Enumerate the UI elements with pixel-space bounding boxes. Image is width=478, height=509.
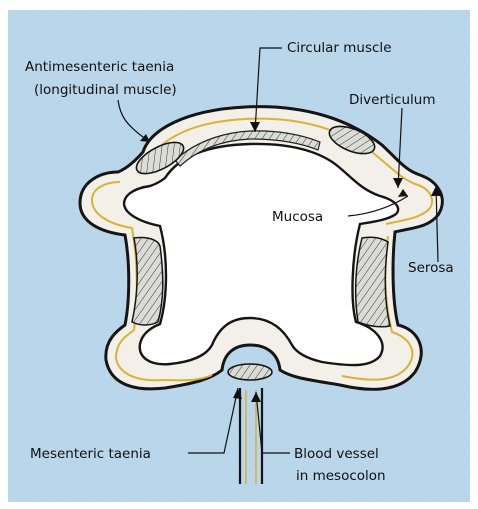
label-longitudinal-muscle: (longitudinal muscle) [34,82,177,98]
label-mesenteric-taenia: Mesenteric taenia [30,446,151,462]
label-mucosa: Mucosa [272,209,323,225]
mesenteric-taenia [228,364,272,380]
label-diverticulum: Diverticulum [349,92,435,108]
label-blood-vessel: Blood vessel [294,446,379,462]
label-serosa: Serosa [408,260,454,276]
label-in-mesocolon: in mesocolon [296,468,386,484]
label-antimesenteric-taenia: Antimesenteric taenia [25,59,174,75]
left-muscle-strip [132,237,163,325]
right-muscle-strip [356,237,390,327]
label-circular-muscle: Circular muscle [287,40,392,56]
